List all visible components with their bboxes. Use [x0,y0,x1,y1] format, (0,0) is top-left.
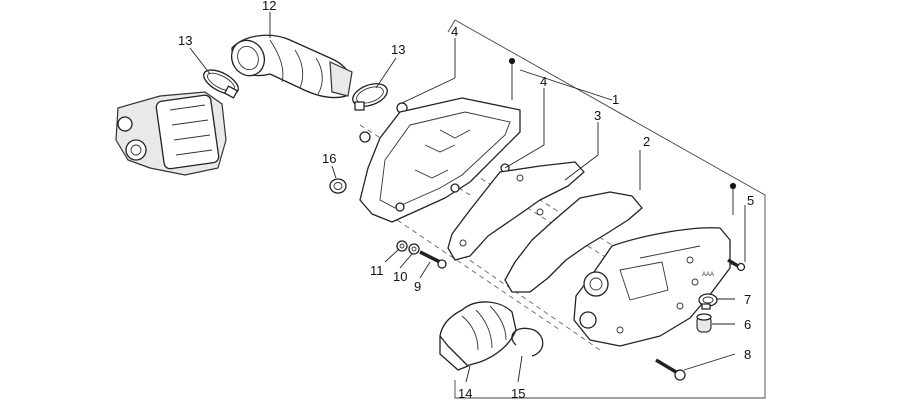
callout-8: 8 [744,347,751,362]
callout-6: 6 [744,317,751,332]
callout-4-middle: 4 [540,74,547,89]
callout-5: 5 [747,193,754,208]
callout-10: 10 [393,269,407,284]
callout-15: 15 [511,386,525,401]
grommet [329,178,347,194]
gasket-plate [447,161,585,261]
callout-2: 2 [643,134,650,149]
elbow-duct [439,301,517,371]
intake-duct [230,34,353,99]
drain-cap [696,313,712,333]
callout-11: 11 [370,263,384,278]
hose-clamp-left [203,69,239,99]
screw-8 [655,358,686,381]
callout-7: 7 [744,292,751,307]
airbox-housing [359,97,521,223]
screw-5 [727,258,746,272]
callout-3: 3 [594,108,601,123]
throttle-body [115,91,227,176]
washer-11 [396,240,408,252]
callout-9: 9 [414,279,421,294]
reference-dot-right [729,182,737,190]
spring-clip [511,327,544,357]
callout-12: 12 [262,0,276,13]
callout-13-right: 13 [391,42,405,57]
leader-lines [189,12,746,383]
clamp-7 [698,293,718,310]
callout-13-left: 13 [178,33,192,48]
washer-10 [408,243,420,255]
hose-clamp-right [352,83,388,111]
assembly-frame [447,19,766,399]
callout-14: 14 [458,386,472,401]
filter-cover: AAA [573,227,731,347]
callout-1: 1 [612,92,619,107]
screw-9 [419,250,447,269]
svg-text:AAA: AAA [702,272,714,278]
callout-4-upper: 4 [451,24,458,39]
reference-dot-upper [508,57,516,65]
callout-16: 16 [322,151,336,166]
rubber-seal [504,191,643,293]
